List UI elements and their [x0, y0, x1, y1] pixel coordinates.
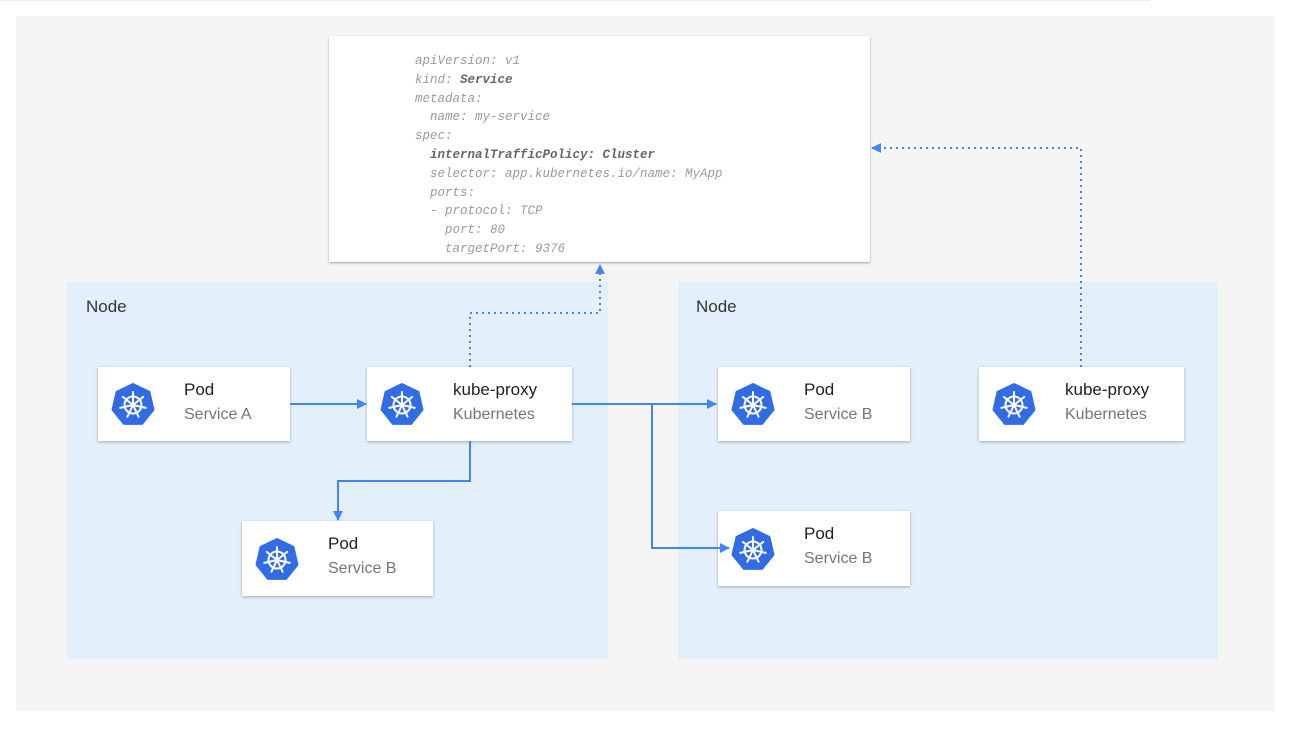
card-subtitle: Service B [804, 550, 873, 567]
yaml-line: apiVersion: v1 [415, 54, 521, 68]
divider [0, 0, 1150, 1]
card-title: kube-proxy [453, 380, 538, 399]
card-title: Pod [328, 534, 359, 553]
kube-proxy-right-card: kube-proxy Kubernetes [979, 367, 1184, 441]
kubernetes-icon [731, 383, 775, 425]
card-subtitle: Kubernetes [453, 406, 535, 423]
kubernetes-icon [992, 383, 1036, 425]
pod-service-b-right-top-card: Pod Service B [718, 367, 910, 441]
kubernetes-icon [255, 537, 299, 580]
yaml-line: ports: [415, 185, 476, 200]
node-label: Node [86, 297, 127, 316]
node-label: Node [696, 297, 737, 316]
pod-service-b-left-card: Pod Service B [242, 521, 433, 596]
service-yaml-code: apiVersion: v1 kind: Service metadata: nam… [415, 52, 723, 259]
card-title: Pod [804, 524, 835, 543]
yaml-line: spec: [415, 129, 453, 144]
card-title: Pod [184, 380, 215, 399]
kubernetes-icon [731, 527, 775, 570]
card-subtitle: Kubernetes [1065, 406, 1147, 423]
service-yaml-card: apiVersion: v1 kind: Service metadata: nam… [329, 36, 870, 262]
yaml-line: selector: app.kubernetes.io/name: MyApp [415, 166, 723, 181]
pod-service-b-right-bottom-card: Pod Service B [718, 511, 910, 586]
yaml-line: targetPort: 9376 [415, 241, 566, 256]
yaml-line: port: 80 [415, 223, 506, 238]
pod-service-a-card: Pod Service A [98, 367, 290, 441]
card-subtitle: Service B [328, 560, 397, 577]
yaml-line: metadata: [415, 91, 483, 106]
card-subtitle: Service B [804, 406, 873, 423]
card-title: kube-proxy [1065, 380, 1150, 399]
kubernetes-icon [111, 383, 155, 425]
kube-proxy-left-card: kube-proxy Kubernetes [367, 367, 572, 441]
yaml-line: internalTrafficPolicy: Cluster [415, 147, 656, 162]
yaml-line: kind: Service [415, 72, 513, 87]
yaml-line: name: my-service [415, 110, 551, 125]
card-title: Pod [804, 380, 835, 399]
node-left: Node [67, 282, 608, 659]
card-subtitle: Service A [184, 406, 252, 423]
yaml-line: - protocol: TCP [415, 204, 543, 219]
kubernetes-icon [380, 383, 424, 425]
node-right: Node [678, 282, 1218, 659]
